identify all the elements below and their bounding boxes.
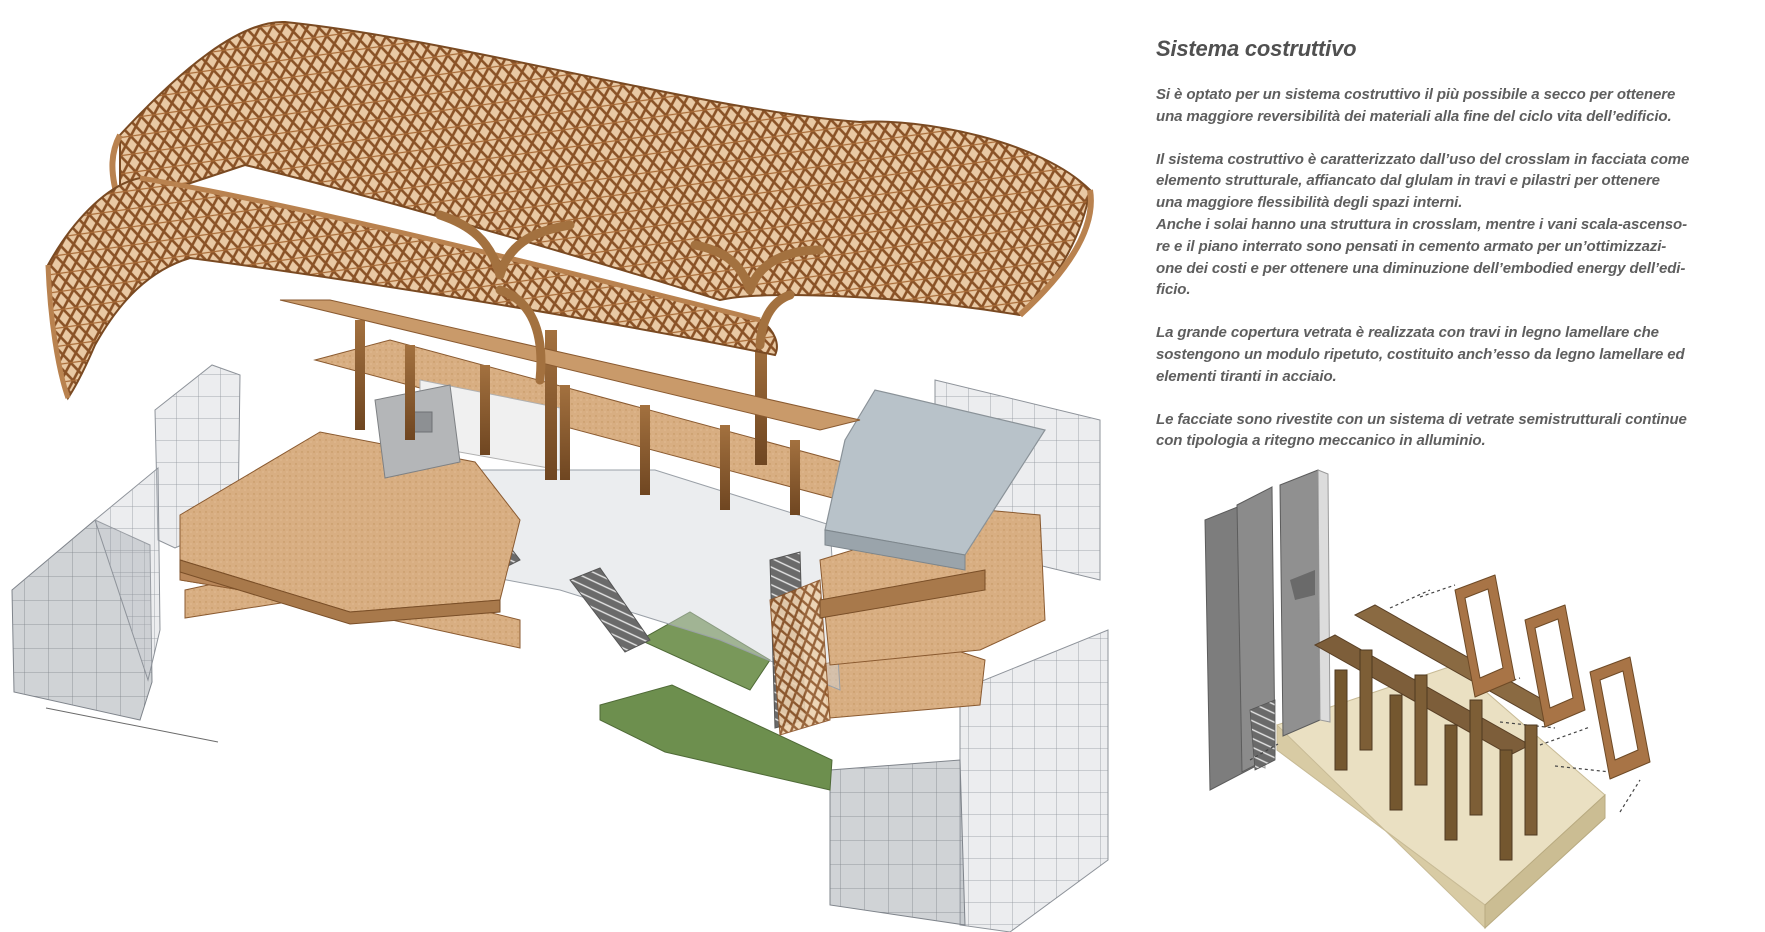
tree-supports [435,210,825,385]
green-courtyard [599,684,833,791]
glass-core-box [829,759,966,926]
glulam-post-8 [1524,724,1538,836]
green-courtyard-upper [638,611,771,691]
glulam-post-5 [1444,724,1458,841]
paragraph-line: con tipologia a ritegno meccanico in all… [1156,432,1486,450]
paragraph-line: una maggiore reversibilità dei materiali… [1156,107,1672,125]
paragraph-line: Il sistema costruttivo è caratterizzato … [1156,150,1690,168]
glulam-post-6 [1469,699,1483,816]
paragraph-line: sostengono un modulo ripetuto, costituit… [1156,345,1685,363]
base-slab-front [1484,793,1606,930]
glass-facade-left-mid [94,466,161,682]
crosslam-panel-3 [1279,469,1321,737]
paragraph-line: elemento strutturale, affiancato dal glu… [1156,172,1660,190]
description-panel: Sistema costruttivo Si è optato per un s… [1156,36,1736,473]
window-modules [1454,574,1651,780]
paragraph-line: ficio. [1156,281,1191,299]
glulam-post-3 [1389,694,1403,811]
terrace-concrete-slab [824,389,1046,556]
glulam-beam-strip [279,299,861,431]
paragraph-line: La grande copertura vetrata è realizzata… [1156,324,1659,342]
stair-mid [569,567,651,653]
paragraph-2: Il sistema costruttivo è caratterizzato … [1156,149,1736,302]
window-module-2 [1524,604,1586,728]
paragraph-line: una maggiore flessibilità degli spazi in… [1156,194,1463,212]
wood-screen-right [769,579,831,736]
section-title: Sistema costruttivo [1156,36,1357,61]
paragraph-line: re e il piano interrato sono pensati in … [1156,237,1667,255]
glulam-post-1 [1334,669,1348,771]
roof-shell-back [119,20,1092,317]
paragraph-line: elementi tiranti in acciaio. [1156,367,1337,385]
roof-shell-front-rim [45,175,761,399]
building-axonometric [11,20,1109,932]
glulam-post-2 [1359,649,1373,751]
glulam-post-4 [1414,674,1428,786]
glulam-columns [355,320,800,515]
construction-detail-diagram [1204,469,1651,930]
stair-inside-panel [1249,699,1276,771]
paragraph-4: Le facciate sono rivestite con un sistem… [1156,409,1736,453]
ground-line [45,707,219,743]
paragraph-line: Le facciate sono rivestite con un sistem… [1156,410,1687,428]
paragraph-3: La grande copertura vetrata è realizzata… [1156,322,1736,387]
glulam-post-7 [1499,749,1513,861]
slab-level-2-left-edge [179,559,501,625]
slab-level-2-right-edge [819,569,986,619]
window-module-3 [1589,656,1651,780]
paragraph-line: Anche i solai hanno una struttura in cro… [1156,215,1687,233]
paragraph-line: one dei costi e per ottenere una diminuz… [1156,259,1686,277]
crosslam-wall-panels [1204,469,1331,791]
paragraph-1: Si è optato per un sistema costruttivo i… [1156,84,1736,128]
window-module-1 [1454,574,1516,698]
terrace-concrete-edge [824,529,966,571]
paragraph-line: Si è optato per un sistema costruttivo i… [1156,86,1676,103]
